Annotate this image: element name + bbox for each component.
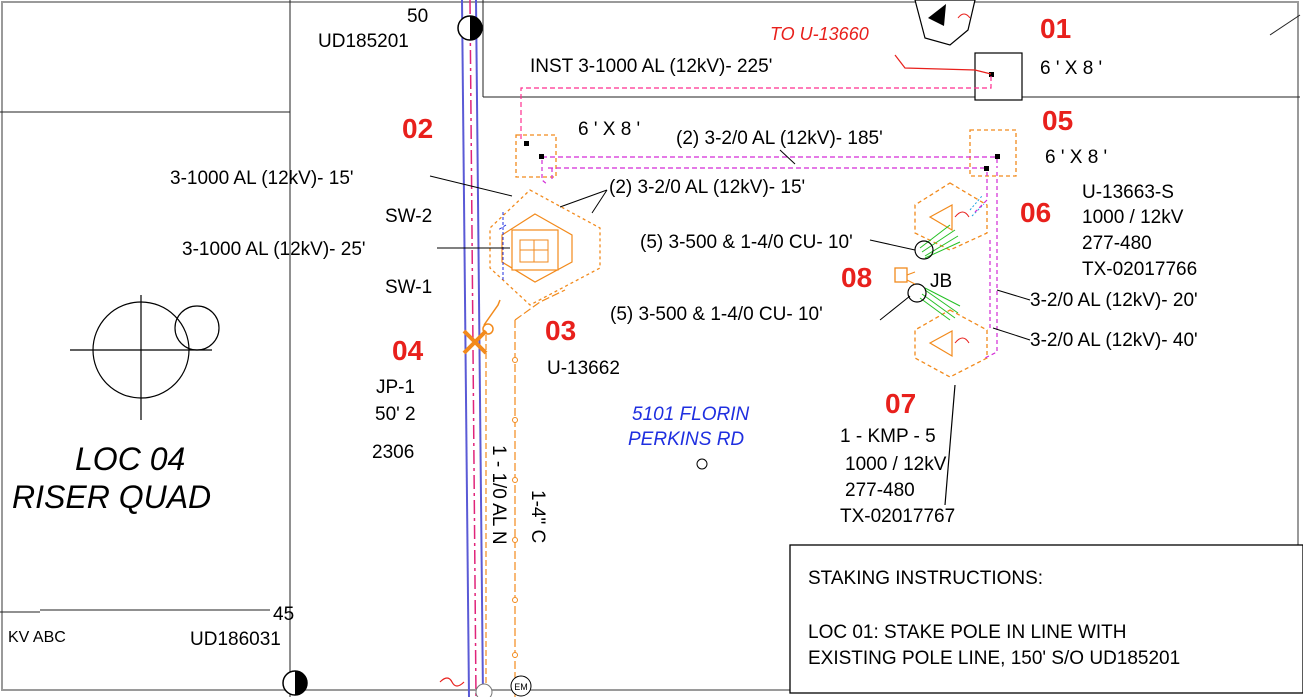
pole-45-symbol (282, 670, 308, 696)
vault-01-node (989, 72, 994, 77)
secondary-cable-15 (541, 160, 553, 186)
staking-instructions-box: STAKING INSTRUCTIONS: LOC 01: STAKE POLE… (789, 544, 1303, 694)
id-05: 05 (1042, 105, 1073, 136)
inst-cable-label: INST 3-1000 AL (12kV)- 225' (530, 56, 772, 77)
cable-entry-circle-bottom (907, 283, 927, 303)
jb-label: JB (930, 271, 952, 292)
sw-2-label: SW-2 (385, 206, 432, 227)
vertical-label-conduit: 1-4" C (527, 490, 548, 543)
green-cable-bundle (919, 224, 961, 321)
cable-500-bottom: (5) 3-500 & 1-4/0 CU- 10' (610, 304, 823, 325)
jp-height: 50' 2 (375, 404, 416, 425)
seg185-leader (779, 149, 796, 165)
vertical-label-neutral: 1 - 1/0 AL N (488, 445, 509, 545)
riser-quad-symbol (70, 295, 220, 420)
conduit-4in (514, 289, 566, 697)
address-line2: PERKINS RD (628, 429, 744, 450)
loc-title-line1: LOC 04 (75, 441, 185, 477)
pole-50-label: 50 (407, 6, 428, 27)
c15-leader (429, 175, 513, 197)
pole-50-id: UD185201 (318, 31, 409, 52)
to-u-label: TO U-13660 (770, 24, 869, 44)
secondary-cables-06-07 (974, 172, 998, 359)
secondary-cable-185 (542, 156, 998, 169)
t07-tx: TX-02017767 (840, 506, 955, 527)
c500a-leader (869, 239, 916, 251)
c40-leader (992, 327, 1031, 341)
vault-05-size: 6 ' X 8 ' (1045, 147, 1107, 168)
id-07: 07 (885, 388, 916, 419)
cable-25-label: 3-1000 AL (12kV)- 25' (182, 239, 366, 260)
id-02: 02 (402, 113, 433, 144)
vault-01-size: 6 ' X 8 ' (1040, 58, 1102, 79)
address-marker-icon (696, 458, 708, 470)
vault-01 (974, 52, 1023, 101)
conduit-markers (512, 357, 518, 658)
jp-number: 2306 (372, 442, 414, 463)
id-08: 08 (841, 262, 872, 293)
vault-02-size: 6 ' X 8 ' (578, 119, 640, 140)
t06-tx: TX-02017766 (1082, 259, 1197, 280)
id-06: 06 (1020, 197, 1051, 228)
t07-leader (944, 384, 956, 506)
seg-185-label: (2) 3-2/0 AL (12kV)- 185' (676, 128, 883, 149)
node-02a (539, 154, 544, 159)
em-symbol-icon (510, 675, 532, 697)
staking-title: STAKING INSTRUCTIONS: (808, 568, 1043, 589)
c20-leader (996, 289, 1031, 301)
id-03: 03 (545, 315, 576, 346)
node-05a (995, 154, 1000, 159)
seg-15-label: (2) 3-2/0 AL (12kV)- 15' (609, 177, 805, 198)
t07-voltage: 277-480 (845, 480, 915, 501)
id-04: 04 (392, 335, 424, 366)
address-line1: 5101 FLORIN (632, 404, 749, 425)
transformer-07 (914, 309, 988, 378)
em-label: EM (514, 682, 528, 692)
u-13662-label: U-13662 (547, 358, 620, 379)
cable-15-label: 3-1000 AL (12kV)- 15' (170, 168, 354, 189)
vault-05 (969, 129, 1017, 177)
cable-entry-circle-top (914, 240, 934, 260)
vault-02 (515, 134, 557, 178)
c500b-leader (879, 295, 911, 321)
jb-connectors (906, 271, 916, 285)
riser-conduit (483, 299, 501, 326)
switch-hexagon (489, 189, 601, 306)
kmp-label: 1 - KMP - 5 (840, 426, 936, 447)
staking-line-1: LOC 01: STAKE POLE IN LINE WITH (808, 622, 1127, 643)
pole-50-symbol (457, 15, 483, 41)
cable-40-label: 3-2/0 AL (12kV)- 40' (1030, 330, 1198, 351)
staking-line-2: EXISTING POLE LINE, 150' S/O UD185201 (808, 648, 1180, 669)
pole-45-id: UD186031 (190, 629, 281, 650)
seg15-leaders (559, 189, 608, 214)
loc-title-line2: RISER QUAD (12, 479, 211, 515)
kv-abc-label: KV ABC (8, 629, 66, 646)
sw-1-label: SW-1 (385, 277, 432, 298)
triangle-marker-icon (914, 0, 976, 46)
transformer-06 (914, 182, 988, 251)
pole-45-label: 45 (273, 604, 294, 625)
t06-voltage: 277-480 (1082, 233, 1152, 254)
t07-rating: 1000 / 12kV (845, 454, 947, 475)
junction-box-08 (894, 267, 908, 283)
vault-02-node (524, 141, 529, 146)
cable-500-top: (5) 3-500 & 1-4/0 CU- 10' (640, 232, 853, 253)
cable-20-label: 3-2/0 AL (12kV)- 20' (1030, 290, 1198, 311)
riser-circle-icon (482, 323, 494, 335)
riser-x-marker-icon (462, 329, 488, 355)
node-05b (984, 166, 989, 171)
u-13663-label: U-13663-S (1082, 182, 1174, 203)
primary-cable-225 (520, 76, 992, 140)
t06-rating: 1000 / 12kV (1082, 207, 1184, 228)
id-01: 01 (1040, 13, 1071, 44)
feeder-to-u (894, 54, 992, 75)
pole-base-icon (475, 683, 493, 697)
jp-1-label: JP-1 (376, 377, 415, 398)
service-symbol-icon (439, 677, 465, 687)
